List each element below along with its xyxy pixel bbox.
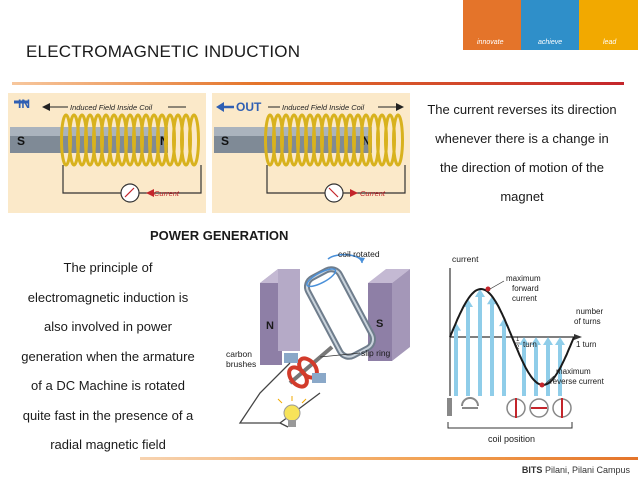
slip-ring-label: slip ring bbox=[361, 348, 391, 358]
brushes-label: brushes bbox=[226, 359, 256, 369]
footer-campus: Pilani, Pilani Campus bbox=[544, 465, 630, 475]
coil-rotated-label: coil rotated bbox=[338, 249, 380, 259]
current-arrowhead-icon bbox=[475, 289, 485, 298]
slide-title: ELECTROMAGNETIC INDUCTION bbox=[26, 42, 301, 61]
coil-position-0-icon bbox=[447, 398, 452, 416]
current-sine-wave bbox=[449, 287, 575, 387]
half-numerator: 1 bbox=[516, 337, 520, 343]
direction-arrow-out-icon bbox=[216, 102, 224, 112]
text-line: of a DC Machine is rotated bbox=[31, 378, 185, 393]
current-arrow-icon bbox=[146, 189, 154, 197]
logo-block-orange bbox=[463, 0, 521, 50]
field-arrow-right-icon bbox=[396, 103, 404, 111]
current-arrowhead-icon bbox=[487, 296, 497, 305]
max-forward-label-3: current bbox=[512, 294, 538, 303]
max-reverse-label-2: reverse current bbox=[550, 377, 605, 386]
armature-coil bbox=[303, 266, 377, 360]
logo-tag-achieve: achieve bbox=[538, 39, 563, 46]
magnet-pole-n-block bbox=[260, 283, 282, 365]
logo-block-gold bbox=[579, 0, 638, 50]
induction-figure: IN Induced Field Inside Coil S N Current… bbox=[8, 93, 410, 213]
one-turn-label: 1 turn bbox=[576, 340, 596, 349]
text-line: The principle of bbox=[63, 260, 153, 275]
current-arrowhead-icon bbox=[531, 337, 541, 345]
footer-text: BITS Pilani, Pilani Campus bbox=[522, 465, 630, 475]
max-reverse-label-1: maximum bbox=[556, 367, 591, 376]
coil-position-label: coil position bbox=[488, 434, 535, 444]
logo-block-blue bbox=[521, 0, 579, 50]
text-line: electromagnetic induction is bbox=[27, 289, 189, 305]
turns-label-1: number bbox=[576, 307, 603, 316]
title-underline bbox=[12, 82, 624, 85]
logo-tag-lead: lead bbox=[603, 39, 617, 46]
coil-windings-out bbox=[264, 113, 404, 167]
magnet-pole-n-out: N bbox=[362, 134, 371, 148]
text-line: generation when the armature bbox=[21, 348, 195, 364]
text-line: radial magnetic field bbox=[50, 437, 166, 452]
current-label-out: Current bbox=[360, 189, 386, 198]
magnet-pole-s-in: S bbox=[17, 134, 25, 148]
current-arrowhead-icon bbox=[519, 337, 529, 345]
field-arrow-left-icon bbox=[42, 103, 50, 111]
text-line: The current reverses its direction bbox=[427, 102, 617, 117]
waveform-current-arrows bbox=[451, 289, 565, 396]
direction-label-out: OUT bbox=[236, 100, 262, 114]
coil-turn bbox=[188, 113, 200, 167]
generator-pole-s: S bbox=[376, 318, 383, 330]
section-heading: POWER GENERATION bbox=[150, 228, 289, 243]
text-line: the direction of motion of the bbox=[439, 160, 605, 175]
current-reversal-text: The current reverses its direction whene… bbox=[412, 95, 632, 211]
text-line: also involved in power bbox=[44, 319, 172, 334]
induction-panel-in: IN Induced Field Inside Coil S N Current bbox=[8, 93, 206, 213]
current-label-in: Current bbox=[154, 189, 180, 198]
direction-label-in: IN bbox=[18, 97, 30, 111]
rotation-arrow-icon bbox=[358, 257, 365, 263]
turns-label-2: of turns bbox=[574, 317, 601, 326]
generator-pole-n: N bbox=[266, 320, 274, 332]
coil-turn bbox=[392, 113, 404, 167]
coil-position-icons bbox=[447, 397, 572, 418]
waveform-figure: current maximum forward current number o… bbox=[447, 254, 605, 444]
max-forward-point bbox=[485, 286, 491, 292]
waveform-y-label: current bbox=[452, 254, 479, 264]
light-bulb-icon bbox=[283, 404, 301, 422]
power-generation-text: The principle of electromagnetic inducti… bbox=[8, 253, 208, 460]
text-line: quite fast in the presence of a bbox=[22, 407, 194, 423]
coil-position-1-icon bbox=[461, 397, 479, 409]
carbon-label: carbon bbox=[226, 349, 252, 359]
induction-panel-out: OUT Induced Field Inside Coil S N Curren… bbox=[212, 93, 410, 213]
field-label-out: Induced Field Inside Coil bbox=[282, 103, 364, 112]
coil-windings-in bbox=[60, 113, 200, 167]
max-reverse-point bbox=[539, 382, 545, 388]
meter-icon bbox=[120, 183, 140, 203]
field-label-in: Induced Field Inside Coil bbox=[70, 103, 152, 112]
current-arrowhead-icon bbox=[543, 337, 553, 345]
half-turn-label: turn bbox=[523, 340, 537, 349]
half-denominator: 2 bbox=[516, 345, 520, 351]
text-line: whenever there is a change in bbox=[435, 131, 609, 146]
logo-banner: innovate achieve lead bbox=[463, 0, 638, 50]
max-forward-label-1: maximum bbox=[506, 274, 541, 283]
magnet-pole-s-out: S bbox=[221, 134, 229, 148]
current-arrow-out-icon bbox=[350, 189, 358, 197]
current-arrowhead-icon bbox=[555, 337, 565, 345]
generator-figure: N S coil rotated slip ring carbon brushe… bbox=[226, 249, 410, 428]
text-line: magnet bbox=[500, 189, 544, 204]
max-forward-label-2: forward bbox=[512, 284, 539, 293]
carbon-brush-icon bbox=[284, 353, 298, 363]
footer-rule bbox=[140, 457, 638, 460]
logo-tag-innovate: innovate bbox=[477, 39, 504, 46]
footer-brand: BITS bbox=[521, 465, 543, 475]
